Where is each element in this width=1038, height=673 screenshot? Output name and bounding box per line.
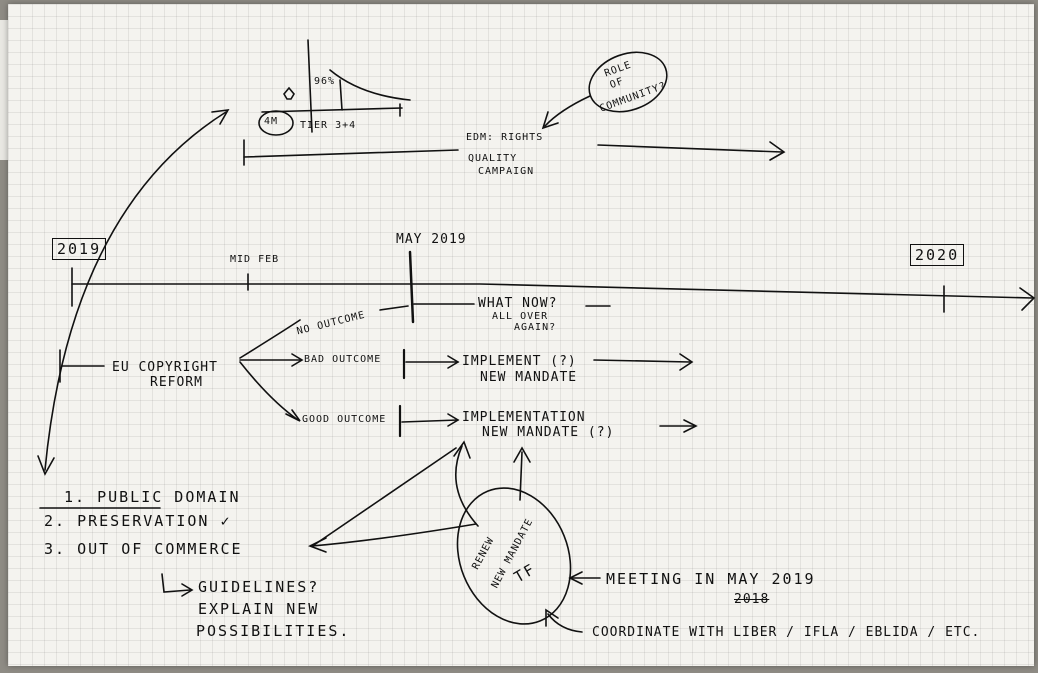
branch-good-head bbox=[285, 409, 301, 422]
note-coordinate: COORDINATE WITH LIBER / IFLA / EBLIDA / … bbox=[592, 625, 981, 640]
guidelines-hook-head bbox=[181, 583, 194, 597]
curved-arrow-head-top bbox=[211, 109, 230, 125]
label-guidelines: GUIDELINES? bbox=[198, 578, 320, 596]
bad-arrow-head bbox=[447, 355, 460, 369]
role-arrow-head bbox=[541, 111, 559, 130]
chart-y-axis bbox=[307, 39, 313, 133]
coord-arrow-head bbox=[545, 608, 559, 627]
chart-star bbox=[283, 86, 295, 100]
label-reform: REFORM bbox=[150, 375, 203, 390]
year-start-box: 2019 bbox=[52, 238, 107, 260]
paper-sheet bbox=[8, 4, 1034, 666]
mandate-arrow-head bbox=[683, 419, 698, 433]
curved-arrow-head-bottom bbox=[37, 455, 55, 476]
guidelines-hook bbox=[161, 573, 191, 593]
campaign-arrow-head bbox=[769, 141, 786, 161]
implement-arrow bbox=[593, 359, 691, 363]
list-item-out-of-commerce: 3. OUT OF COMMERCE bbox=[44, 540, 243, 558]
label-96-percent: 96% bbox=[314, 76, 336, 87]
label-edm-rights: EDM: RIGHTS bbox=[466, 132, 544, 143]
chart-curve bbox=[329, 69, 411, 101]
campaign-line bbox=[243, 149, 459, 158]
label-implement: IMPLEMENT (?) bbox=[462, 354, 577, 369]
circle-4m bbox=[258, 110, 294, 136]
oval-arrow-up-head bbox=[513, 446, 531, 463]
oval-arrow-impl bbox=[455, 445, 479, 527]
label-good-outcome: GOOD OUTCOME bbox=[302, 414, 387, 425]
meeting-arrow-head bbox=[568, 571, 583, 585]
list-item-preservation: 2. PRESERVATION ✓ bbox=[44, 512, 232, 530]
chart-tick-a bbox=[339, 79, 343, 111]
implement-arrow-head bbox=[679, 353, 694, 371]
label-tiers: TIER 3+4 bbox=[300, 120, 357, 131]
note-meeting: MEETING IN MAY 2019 bbox=[606, 570, 816, 588]
mandate-oval bbox=[456, 487, 572, 625]
label-4m: 4M bbox=[264, 116, 279, 127]
note-struck-year: 2018 bbox=[734, 592, 770, 607]
branch-good bbox=[239, 361, 299, 421]
label-explain-new: EXPLAIN NEW bbox=[198, 600, 320, 618]
label-bad-outcome: BAD OUTCOME bbox=[304, 354, 382, 365]
label-new-mandate-2: NEW MANDATE (?) bbox=[482, 425, 615, 440]
chart-x-axis bbox=[261, 107, 403, 113]
label-possibilities: POSSIBILITIES. bbox=[196, 622, 351, 640]
label-campaign: CAMPAIGN bbox=[478, 166, 535, 177]
label-eu-copyright: EU COPYRIGHT bbox=[112, 360, 218, 375]
timeline-arrow-head bbox=[1019, 287, 1036, 311]
curved-arrow bbox=[44, 111, 227, 471]
branch-no bbox=[239, 319, 301, 359]
label-all-over: ALL OVER bbox=[492, 311, 549, 322]
oval-arrow-impl-head bbox=[453, 440, 471, 459]
label-again: AGAIN? bbox=[514, 322, 557, 333]
role-arrow bbox=[544, 95, 591, 127]
coord-arrow bbox=[547, 613, 583, 633]
good-arrow-head bbox=[447, 413, 460, 427]
year-end-box: 2020 bbox=[910, 244, 965, 266]
no-outcome-arrow bbox=[379, 305, 409, 311]
list-item-public-domain: 1. PUBLIC DOMAIN bbox=[64, 488, 241, 506]
oval-arrow-left bbox=[311, 523, 477, 547]
label-may-2019: MAY 2019 bbox=[396, 232, 467, 247]
good-arrow bbox=[401, 419, 459, 423]
branch-bad-head bbox=[291, 353, 304, 367]
timeline-line bbox=[71, 283, 1033, 299]
oval-arrow-up bbox=[519, 451, 523, 501]
label-mid-feb: MID FEB bbox=[230, 254, 280, 265]
triangle-line bbox=[313, 447, 457, 546]
campaign-arrow bbox=[597, 144, 783, 153]
label-implementation: IMPLEMENTATION bbox=[462, 410, 586, 425]
label-quality: QUALITY bbox=[468, 153, 518, 164]
timeline-may-bar bbox=[408, 250, 415, 324]
label-new-mandate-1: NEW MANDATE bbox=[480, 370, 578, 385]
label-what-now: WHAT NOW? bbox=[478, 296, 558, 311]
